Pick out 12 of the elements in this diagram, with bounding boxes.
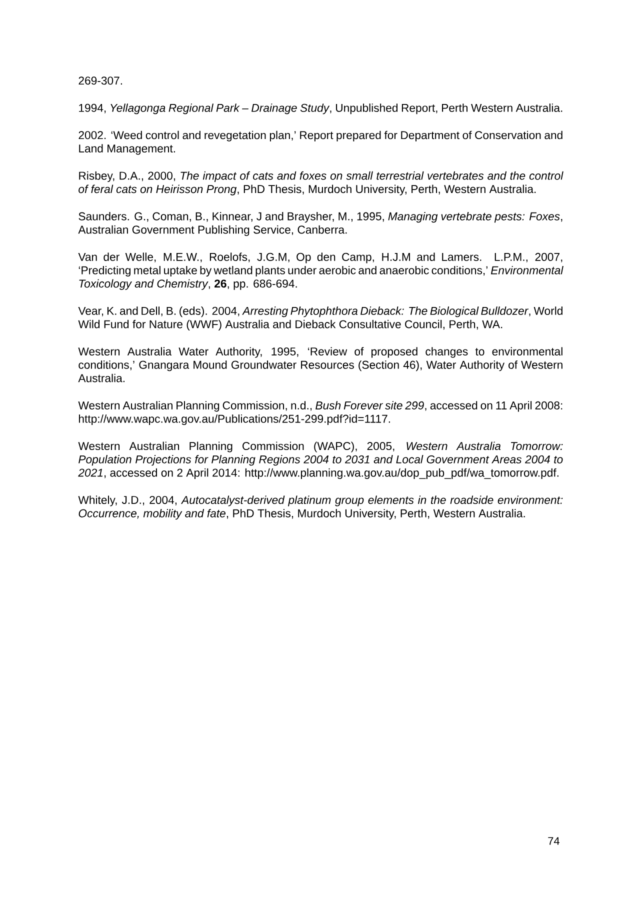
reference-entry: Risbey, D.A., 2000, The impact of cats and foxes on small terrestrial vertebrates and the control of feral cats on Heirisson Prong, PhD Thesis, Murdoch University, Perth, Western Australia. xyxy=(78,171,564,196)
reference-entry: Whitely, J.D., 2004, Autocatalyst-derived platinum group elements in the roadside environment: Occurrence, mobility and fate, PhD Thesis, Murdoch University, Perth, Western Australia. xyxy=(78,496,563,520)
reference-entry: Vear, K. and Dell, B. (eds). 2004, Arresting Phytophthora Dieback: The Biological Bulldozer, World Wild Fund for Nature (WWF) Australia and Dieback Consultative Council, Perth, WA. xyxy=(78,306,562,330)
reference-entry: Western Australia Water Authority, 1995, ‘Review of proposed changes to environmental conditions,’ Gnangara Mound Groundwater Resources (Section 46), Water Authority of Western Australia. xyxy=(78,347,562,382)
reference-entry: Saunders. G., Coman, B., Kinnear, J and Braysher, M., 1995, Managing vertebrate pests: Foxes, Australian Government Publishing Service, Canberra. xyxy=(78,212,562,236)
reference-entry: Western Australian Planning Commission (WAPC), 2005, Western Australia Tomorrow: Population Projections for Planning Regions 2004 to 2031 and Local Government Areas 2004 to 2021, accessed on 2 April 2014: http://www.planning.wa.gov.au/dop_pub_pdf/wa_tomorrow.pdf. xyxy=(78,442,563,479)
reference-entry: Van der Welle, M.E.W., Roelofs, J.G.M, Op den Camp, H.J.M and Lamers. L.P.M., 2007, ‘Predicting metal uptake by wetland plants under aerobic and anaerobic conditions,’ Environmental Toxicology and Chemistry, 26, pp. 686-694. xyxy=(78,252,564,290)
reference-entry: 1994, Yellagonga Regional Park – Drainage Study, Unpublished Report, Perth Western Australia. xyxy=(79,104,562,114)
reference-entry: 2002. ‘Weed control and revegetation plan,’ Report prepared for Department of Conservation and Land Management. xyxy=(78,130,562,155)
page-number: 74 xyxy=(548,837,560,845)
reference-entry: Western Australian Planning Commission, n.d., Bush Forever site 299, accessed on 11 April 2008: http://www.wapc.wa.gov.au/Publications/251-299.pdf?id=1117. xyxy=(78,401,562,426)
reference-entry: 269-307. xyxy=(78,76,122,85)
